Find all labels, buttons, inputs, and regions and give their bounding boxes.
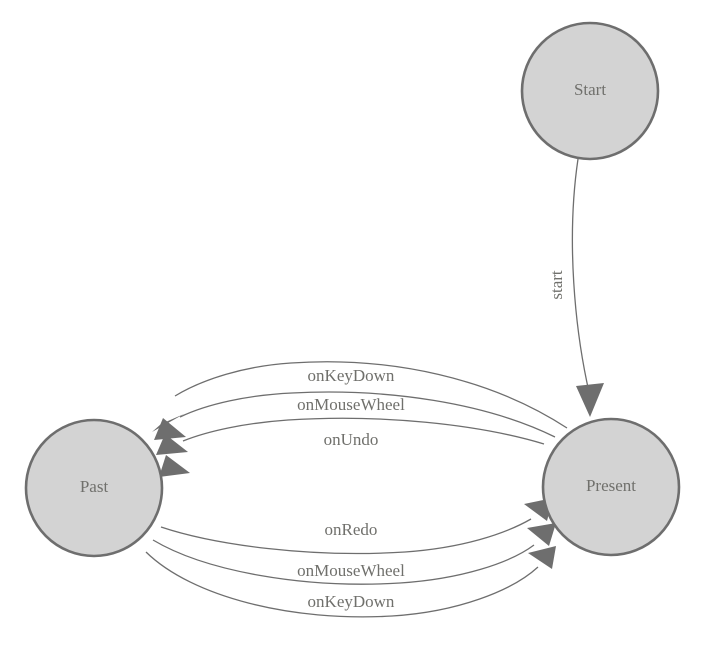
edge-past-to-present-onmousewheel-arrowhead bbox=[527, 523, 556, 546]
edge-past-to-present-onmousewheel-path bbox=[152, 539, 535, 585]
node-start-label: Start bbox=[574, 80, 606, 99]
edge-start-to-present-path bbox=[571, 158, 590, 393]
edge-label-onundo: onUndo bbox=[324, 430, 379, 449]
edge-present-to-past-onundo-path bbox=[182, 417, 545, 445]
edge-past-to-present-onkeydown-arrowhead bbox=[528, 546, 556, 569]
node-present[interactable]: Present bbox=[541, 417, 681, 557]
node-past-circle bbox=[24, 418, 164, 558]
edge-label-onkeydown-lower: onKeyDown bbox=[308, 592, 395, 611]
edge-start-to-present[interactable]: start bbox=[547, 158, 604, 417]
node-start-circle bbox=[520, 21, 660, 161]
edge-past-to-present-onmousewheel[interactable] bbox=[152, 523, 556, 585]
edge-label-onmousewheel-lower: onMouseWheel bbox=[297, 561, 405, 580]
edge-past-to-present-onredo-path bbox=[160, 518, 532, 555]
edge-present-to-past-onmousewheel-path bbox=[179, 391, 556, 438]
edge-start-to-present-arrowhead bbox=[576, 383, 604, 417]
edge-present-to-past-onmousewheel-arrowhead bbox=[156, 434, 188, 455]
edge-past-to-present-onkeydown-path bbox=[145, 551, 539, 618]
edge-label-onkeydown-upper: onKeyDown bbox=[308, 366, 395, 385]
edge-label-onredo: onRedo bbox=[325, 520, 378, 539]
edge-present-to-past-onkeydown-arrowhead-body bbox=[154, 418, 186, 440]
edge-past-to-present-onkeydown[interactable] bbox=[145, 546, 556, 618]
edge-label-start: start bbox=[547, 270, 566, 300]
edge-present-to-past-onmousewheel[interactable] bbox=[156, 391, 556, 455]
edge-label-onmousewheel-upper: onMouseWheel bbox=[297, 395, 405, 414]
node-past-label: Past bbox=[80, 477, 109, 496]
node-start[interactable]: Start bbox=[520, 21, 660, 161]
node-present-label: Present bbox=[586, 476, 636, 495]
node-past[interactable]: Past bbox=[24, 418, 164, 558]
edge-present-to-past-onundo[interactable] bbox=[159, 417, 545, 477]
edge-present-to-past-onundo-arrowhead bbox=[159, 455, 190, 477]
node-present-circle bbox=[541, 417, 681, 557]
edge-present-to-past-onkeydown-path bbox=[174, 361, 568, 429]
edge-present-to-past-onkeydown[interactable] bbox=[152, 361, 568, 440]
